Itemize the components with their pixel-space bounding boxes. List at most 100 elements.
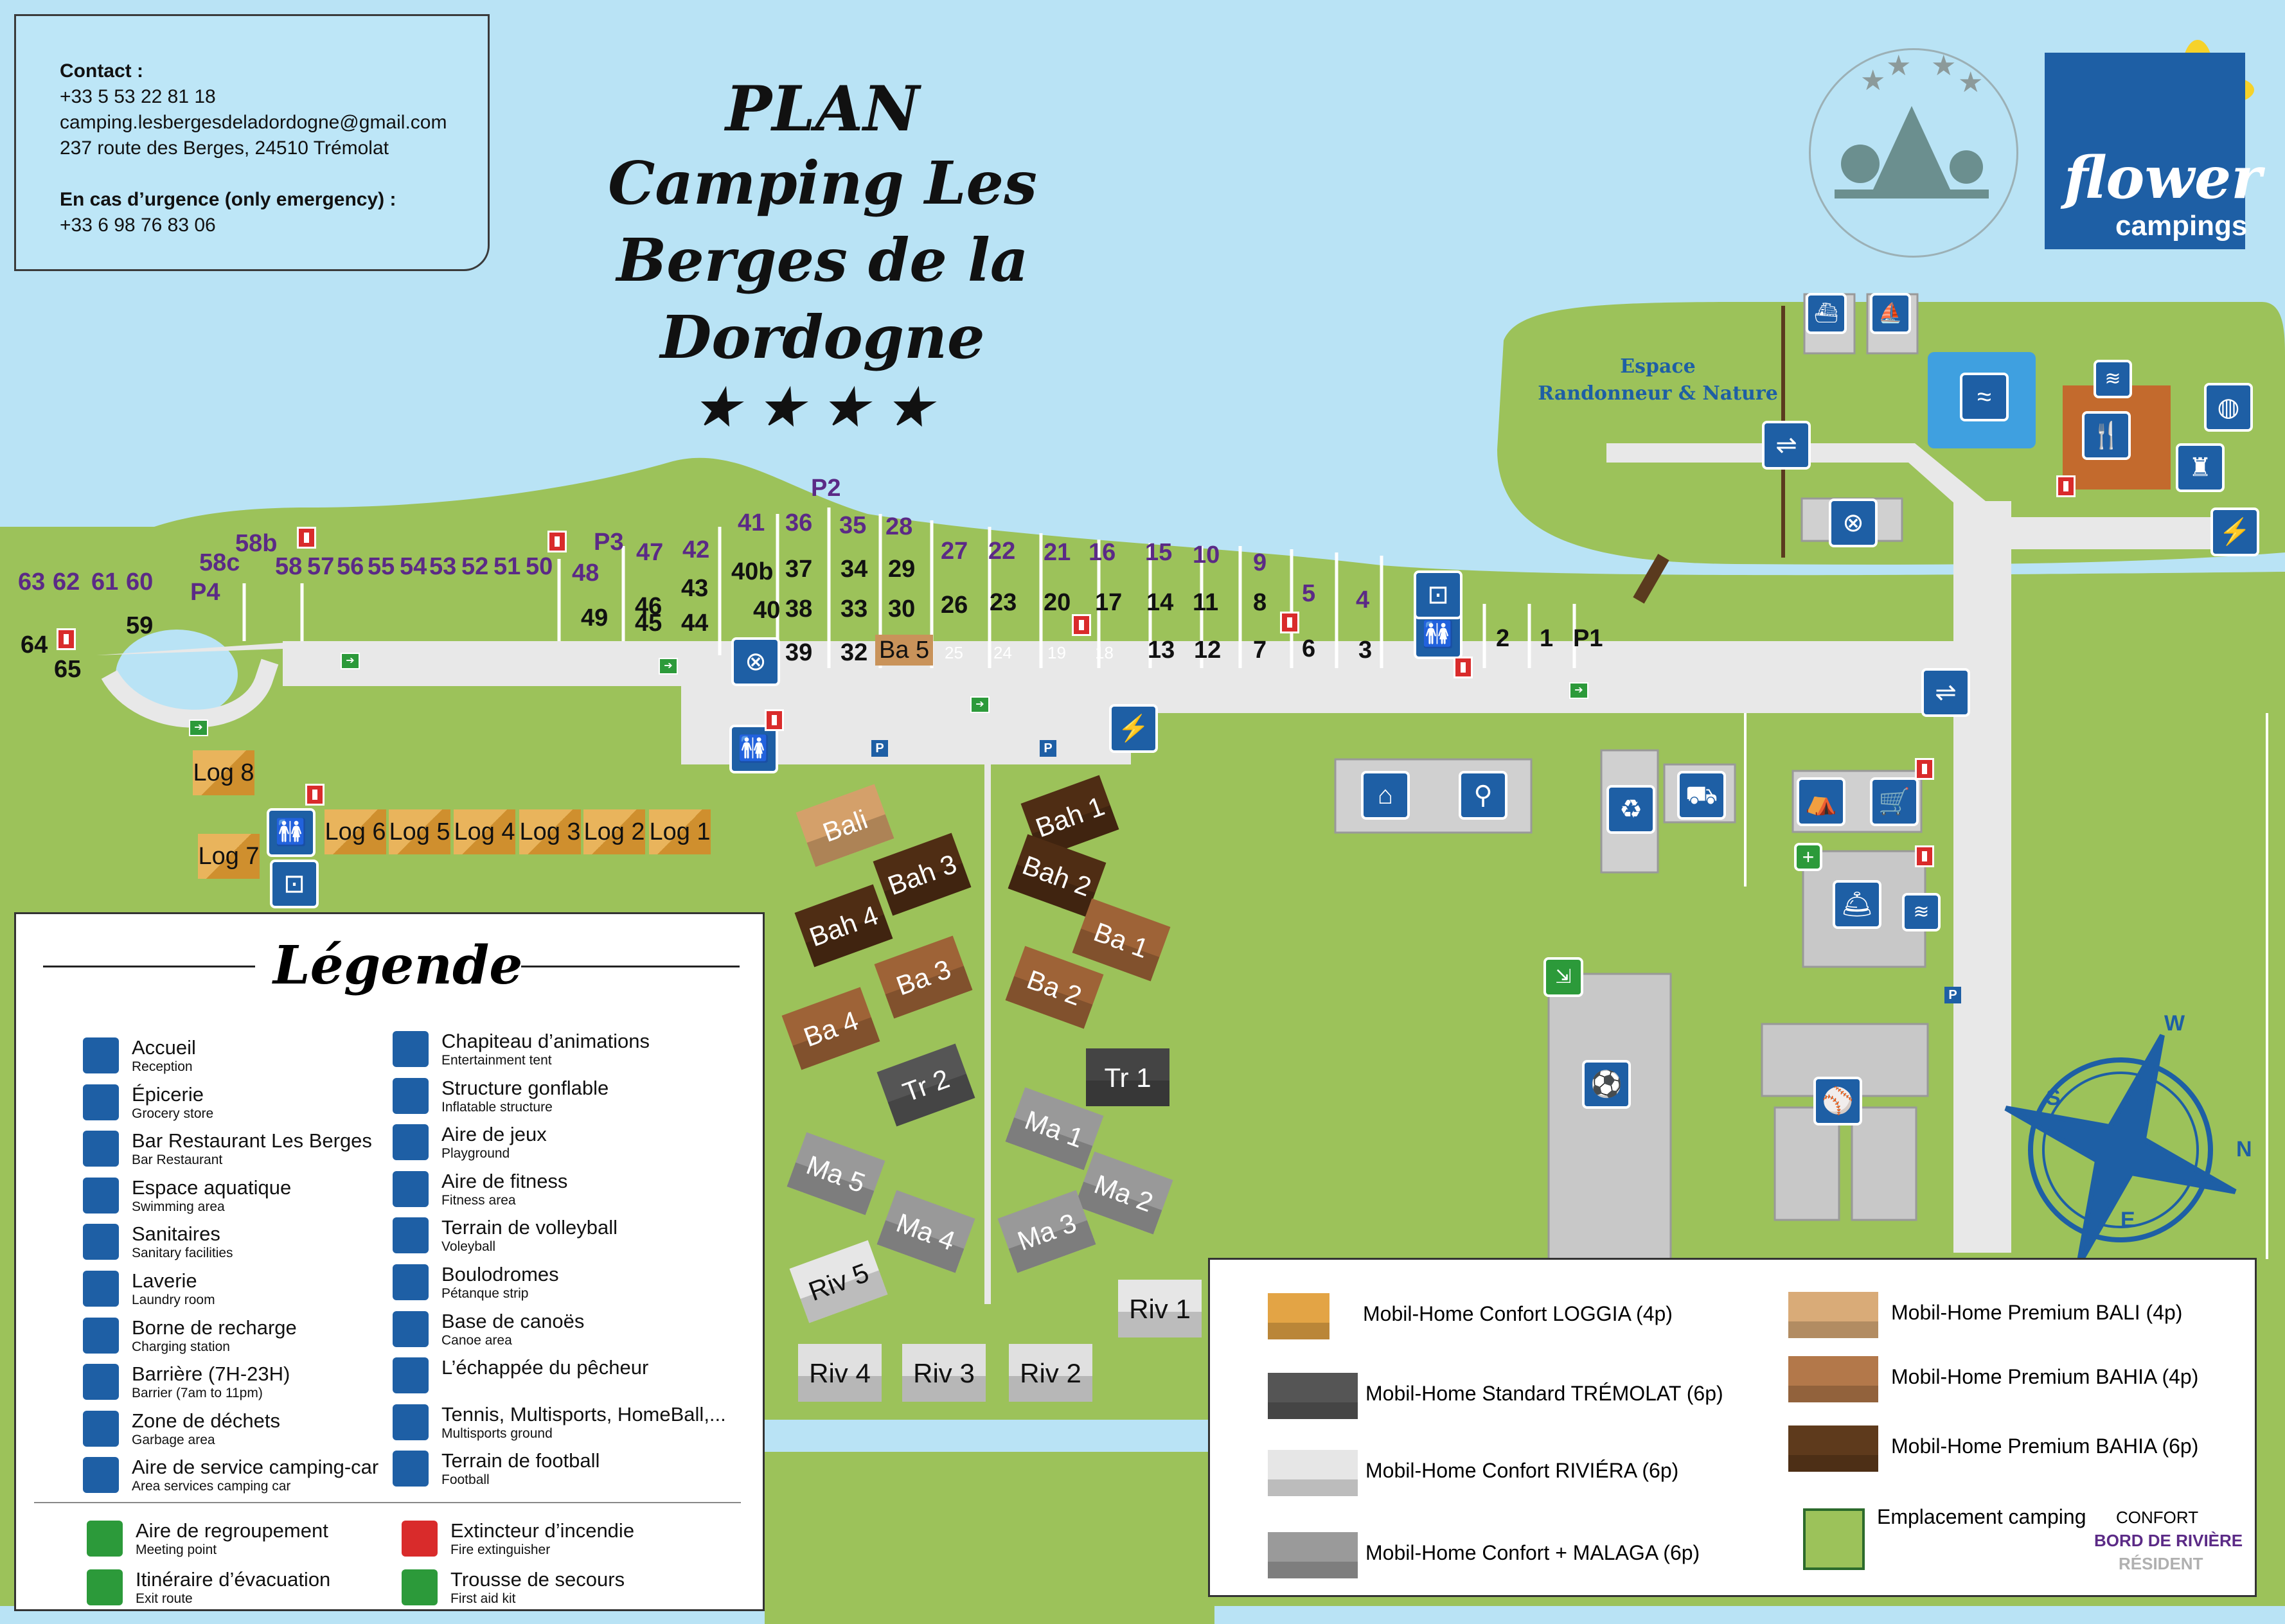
boat-icon[interactable]: ⛴	[1806, 293, 1847, 334]
first-aid-icon[interactable]: +	[1794, 843, 1822, 871]
pitch-label[interactable]: 65	[54, 656, 82, 683]
pitch-label[interactable]: 58	[275, 553, 303, 580]
pitch-label[interactable]: 1	[1540, 625, 1554, 652]
playground-icon[interactable]: ⌂	[1361, 771, 1410, 820]
pitch-label[interactable]: 64	[21, 631, 48, 658]
pitch-label[interactable]: 44	[681, 610, 709, 637]
pitch-label[interactable]: 57	[307, 553, 335, 580]
pitch-label[interactable]: 27	[941, 538, 968, 565]
multisport-icon[interactable]: ⚾	[1813, 1077, 1862, 1125]
pitch-label[interactable]: 40b	[731, 558, 774, 585]
pitch-label[interactable]: 19	[1047, 643, 1066, 662]
pitch-label[interactable]: P4	[190, 579, 220, 606]
fitness-icon[interactable]: ⚲	[1459, 771, 1507, 820]
flower-campings-logo[interactable]: flower campings	[2045, 53, 2262, 249]
pitch-label[interactable]: 48	[572, 560, 600, 587]
pitch-label[interactable]: 41	[738, 509, 765, 536]
pitch-label[interactable]: 36	[785, 509, 813, 536]
pitch-label[interactable]: 47	[636, 539, 664, 566]
pitch-label[interactable]: 3	[1358, 637, 1373, 664]
pitch-label[interactable]: 39	[785, 639, 813, 666]
pitch-label[interactable]: 10	[1193, 542, 1220, 569]
recycle-icon[interactable]: ♻	[1606, 785, 1655, 834]
restaurant-icon[interactable]: 🍴	[2082, 411, 2131, 460]
pitch-label[interactable]: 49	[581, 605, 609, 631]
pitch-label[interactable]: 40	[753, 597, 781, 624]
contact-email[interactable]: camping.lesbergesdeladordogne@gmail.com	[60, 112, 447, 133]
mobile-home[interactable]: Riv 1	[1118, 1280, 1202, 1337]
canoe-icon[interactable]: ⛵	[1870, 293, 1911, 334]
toilets-icon[interactable]: 🚻	[729, 725, 778, 773]
pitch-label[interactable]: 54	[400, 553, 427, 580]
pitch-label[interactable]: 5	[1302, 580, 1316, 607]
mobile-home[interactable]: Tr 1	[1086, 1048, 1169, 1106]
wifi-icon[interactable]: ≋	[1902, 893, 1941, 931]
pitch-label[interactable]: 34	[840, 556, 868, 583]
pitch-label[interactable]: 26	[941, 592, 968, 619]
football-icon[interactable]: ⚽	[1582, 1060, 1631, 1109]
volleyball-icon[interactable]: ◍	[2204, 383, 2253, 432]
pitch-label[interactable]: 4	[1356, 587, 1370, 613]
pitch-label[interactable]: 28	[885, 513, 913, 540]
pitch-label[interactable]: 58b	[235, 530, 278, 557]
pitch-label[interactable]: 53	[429, 553, 457, 580]
pitch-label[interactable]: 62	[53, 569, 80, 596]
pitch-label[interactable]: 63	[18, 569, 46, 596]
pitch-label[interactable]: 23	[990, 589, 1017, 616]
pitch-label[interactable]: P1	[1573, 625, 1603, 652]
contact-phone[interactable]: +33 5 53 22 81 18	[60, 86, 216, 107]
pitch-label[interactable]: 24	[993, 643, 1012, 662]
pitch-label[interactable]: Ba 5	[875, 635, 934, 666]
pitch-label[interactable]: 30	[888, 596, 916, 622]
mobile-home[interactable]: Riv 4	[798, 1344, 882, 1402]
mobile-home[interactable]: Riv 2	[1009, 1344, 1092, 1402]
loggia-home[interactable]: Log 3	[519, 809, 581, 854]
pitch-label[interactable]: 46	[635, 593, 662, 620]
camper-icon[interactable]: ⛟	[1677, 771, 1726, 820]
petanque-icon[interactable]: ⊗	[731, 637, 780, 686]
tent-icon[interactable]: ⛺	[1797, 777, 1845, 826]
pitch-label[interactable]: P2	[811, 475, 841, 502]
laundry-icon[interactable]: ⊡	[270, 860, 319, 908]
pitch-label[interactable]: 11	[1193, 589, 1219, 616]
pitch-label[interactable]: 56	[337, 553, 364, 580]
pitch-label[interactable]: 25	[945, 643, 963, 662]
toilets-icon[interactable]: 🚻	[267, 808, 316, 857]
pitch-label[interactable]: 55	[368, 553, 395, 580]
pitch-label[interactable]: 20	[1044, 589, 1071, 616]
pitch-label[interactable]: 52	[461, 553, 489, 580]
pitch-label[interactable]: 16	[1089, 539, 1116, 566]
cart-icon[interactable]: 🛒	[1870, 777, 1919, 826]
pitch-label[interactable]: 22	[988, 538, 1016, 565]
meeting-point-icon[interactable]: ⇲	[1543, 957, 1583, 997]
pitch-label[interactable]: 32	[840, 639, 868, 666]
pitch-label[interactable]: 59	[126, 612, 154, 639]
pitch-label[interactable]: 51	[493, 553, 521, 580]
pitch-label[interactable]: 61	[91, 569, 119, 596]
pitch-label[interactable]: 13	[1148, 637, 1175, 664]
barrier-icon[interactable]: ⇌	[1762, 421, 1811, 470]
pitch-label[interactable]: P3	[594, 529, 624, 556]
pitch-label[interactable]: 42	[682, 536, 710, 563]
emergency-phone[interactable]: +33 6 98 76 83 06	[60, 215, 216, 236]
pitch-label[interactable]: 60	[126, 569, 154, 596]
loggia-home[interactable]: Log 5	[389, 809, 450, 854]
pitch-label[interactable]: 58c	[199, 549, 240, 576]
laundry-icon[interactable]: ⊡	[1414, 570, 1463, 619]
petanque-icon[interactable]: ⊗	[1829, 499, 1878, 547]
pitch-label[interactable]: 18	[1095, 643, 1114, 662]
pitch-label[interactable]: 45	[635, 610, 662, 637]
pitch-label[interactable]: 14	[1146, 589, 1174, 616]
loggia-home[interactable]: Log 2	[583, 809, 645, 854]
pitch-label[interactable]: 38	[785, 596, 813, 622]
loggia-home[interactable]: Log 1	[649, 809, 711, 854]
pitch-label[interactable]: 35	[839, 512, 867, 539]
wifi-icon[interactable]: ≋	[2094, 360, 2132, 398]
loggia-home[interactable]: Log 8	[193, 750, 254, 795]
pitch-label[interactable]: 7	[1253, 637, 1267, 664]
barrier-icon[interactable]: ⇌	[1921, 668, 1970, 717]
pitch-label[interactable]: 43	[681, 575, 709, 602]
loggia-home[interactable]: Log 6	[325, 809, 386, 854]
pitch-label[interactable]: 29	[888, 556, 916, 583]
mobile-home[interactable]: Riv 3	[902, 1344, 986, 1402]
